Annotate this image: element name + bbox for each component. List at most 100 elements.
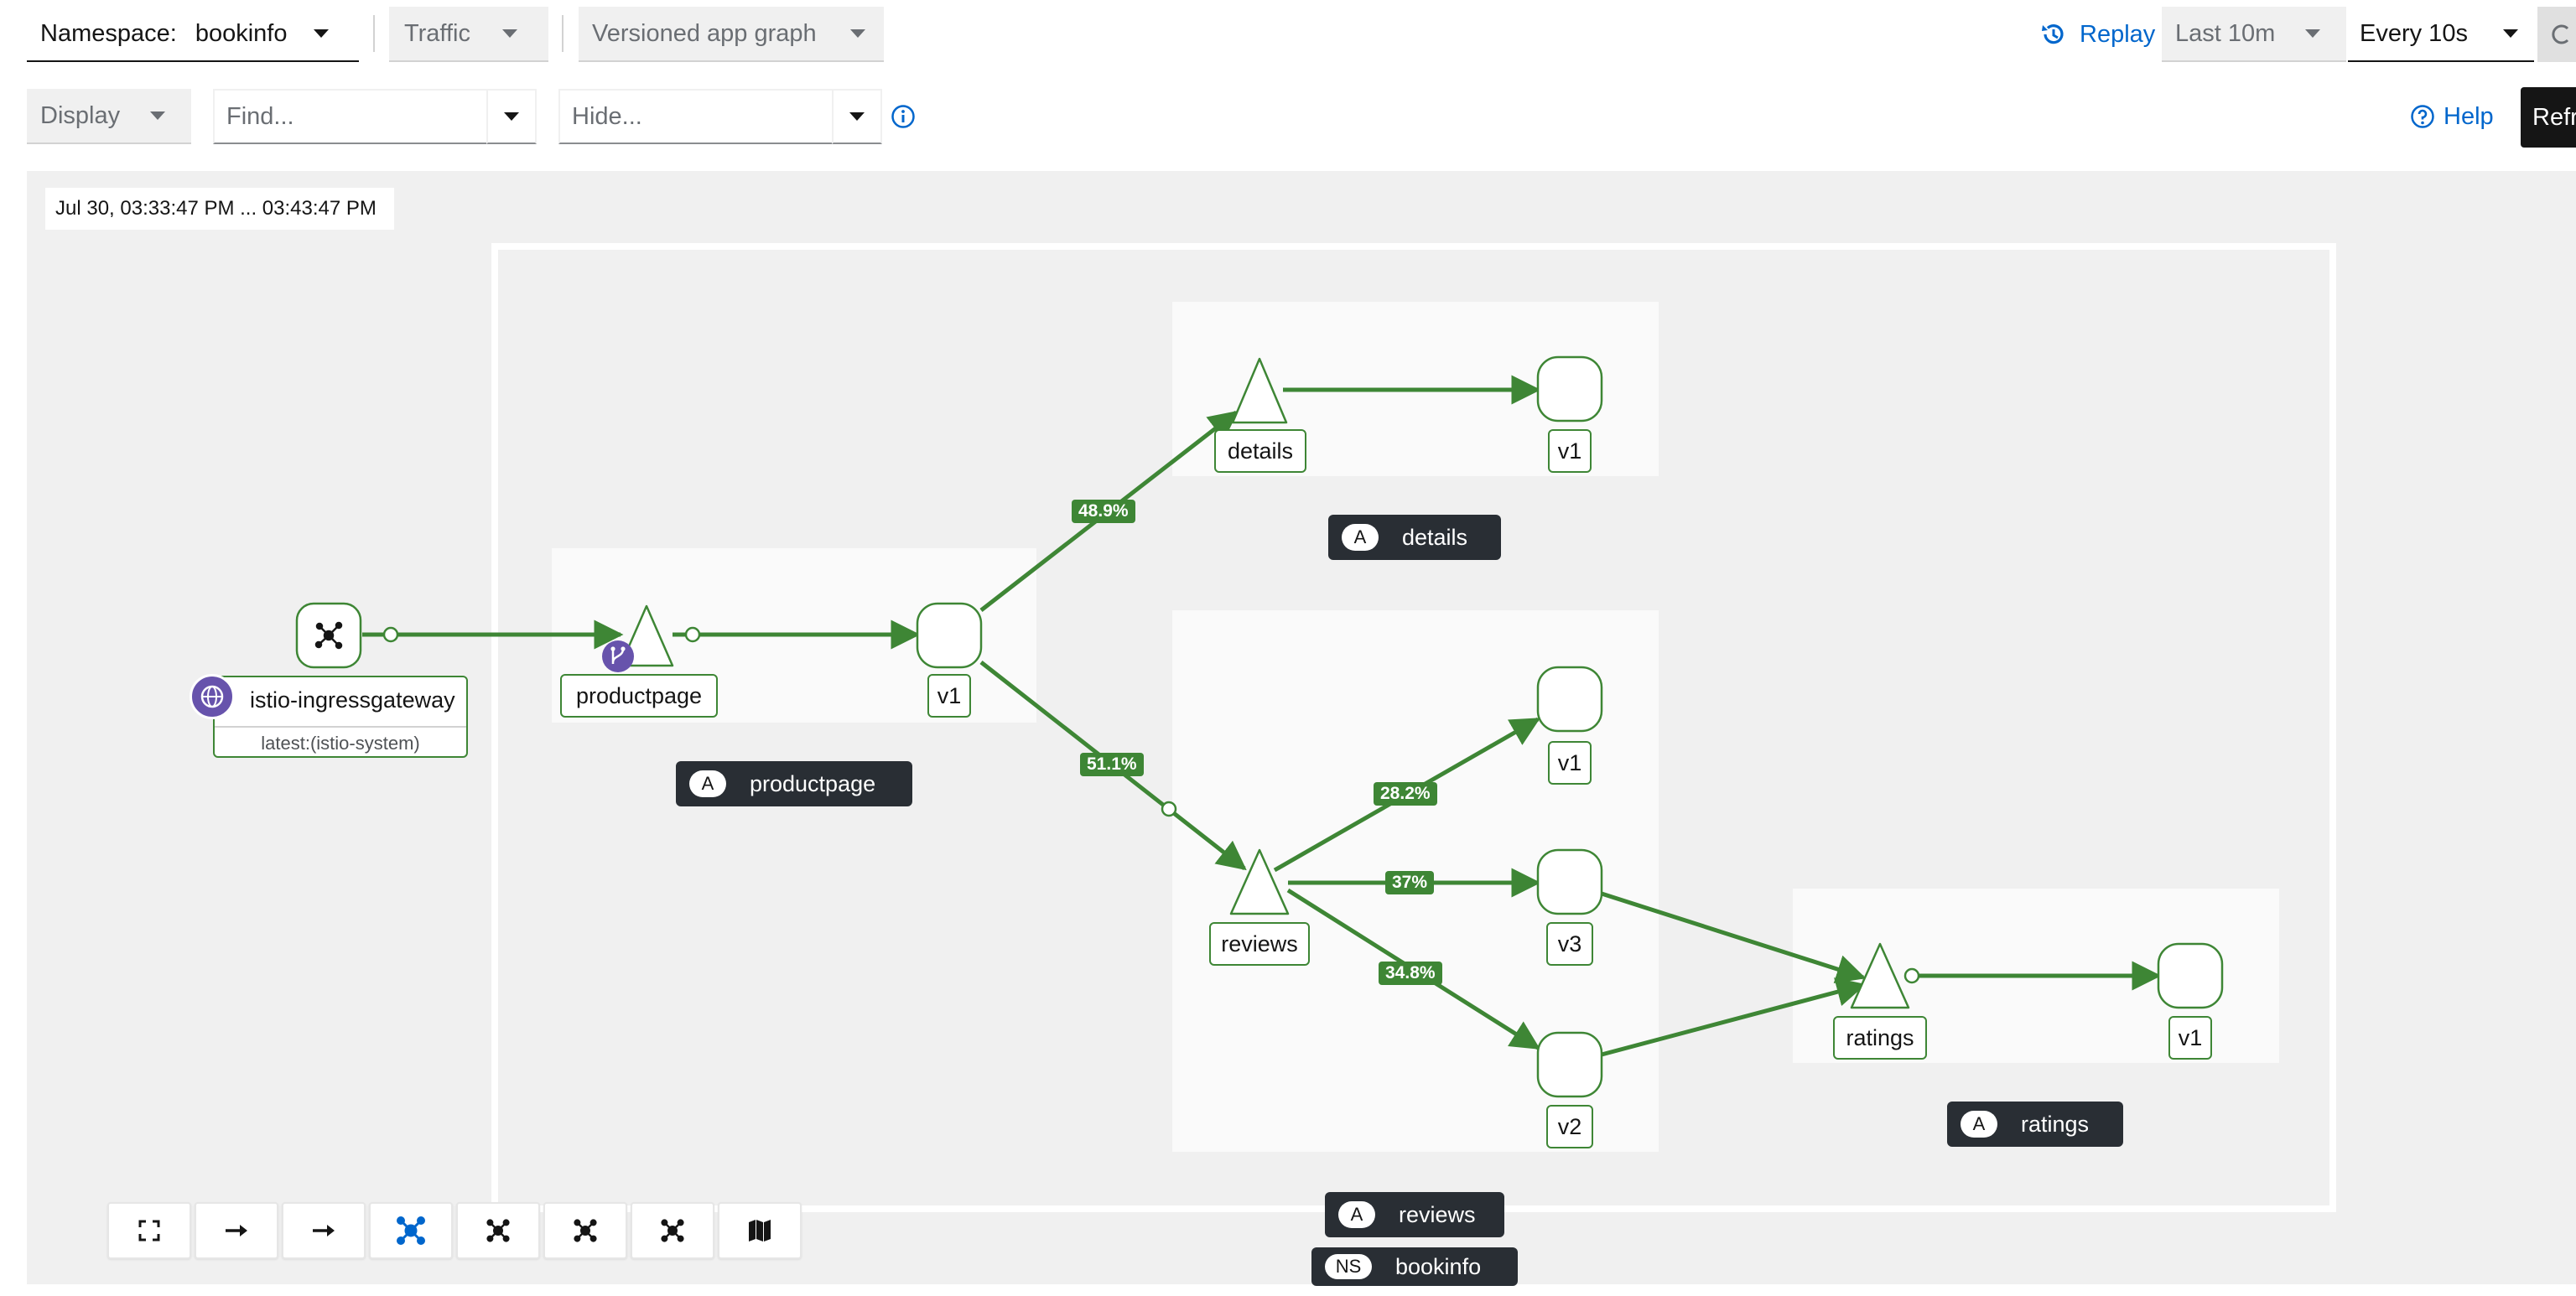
graph-type-dropdown[interactable]: Versioned app graph bbox=[579, 7, 884, 62]
divider bbox=[562, 15, 564, 52]
chevron-down-icon bbox=[849, 112, 865, 121]
layout-default-button[interactable] bbox=[369, 1202, 453, 1259]
layout-3-button[interactable] bbox=[631, 1202, 714, 1259]
app-name: ratings bbox=[2021, 1111, 2090, 1137]
namespace-badge-bookinfo: NS bookinfo bbox=[1311, 1247, 1518, 1286]
display-label: Display bbox=[40, 101, 121, 129]
replay-label: Replay bbox=[2080, 20, 2156, 48]
help-button[interactable]: Help bbox=[2410, 89, 2494, 144]
gateway-sublabel: latest:(istio-system) bbox=[215, 726, 466, 754]
gateway-globe-icon bbox=[190, 674, 235, 719]
app-name: details bbox=[1402, 524, 1468, 550]
namespace-tag: NS bbox=[1325, 1254, 1372, 1279]
topology-icon bbox=[574, 1219, 597, 1242]
reviews-service-node[interactable] bbox=[1229, 848, 1290, 915]
layout-arrow-icon bbox=[226, 1225, 247, 1236]
chevron-down-icon bbox=[501, 29, 517, 38]
layout-2-button[interactable] bbox=[543, 1202, 627, 1259]
chevron-down-icon bbox=[150, 111, 166, 120]
label-reviews-v2: v2 bbox=[1546, 1105, 1593, 1148]
refresh-interval-dropdown[interactable]: Every 10s bbox=[2348, 7, 2534, 62]
edge-label-reviews-v2: 34.8% bbox=[1379, 962, 1442, 985]
chevron-down-icon bbox=[2305, 29, 2321, 38]
topology-icon bbox=[397, 1216, 425, 1245]
graph-timestamp: Jul 30, 03:33:47 PM ... 03:43:47 PM bbox=[45, 188, 394, 230]
label-productpage: productpage bbox=[560, 674, 718, 718]
details-v1-node[interactable] bbox=[1536, 355, 1603, 422]
display-dropdown[interactable]: Display bbox=[27, 89, 191, 144]
topology-icon bbox=[486, 1219, 510, 1242]
refresh-tooltip: Refr bbox=[2521, 87, 2576, 148]
details-service-node[interactable] bbox=[1231, 357, 1288, 424]
app-tag: A bbox=[1342, 524, 1379, 551]
label-ratings: ratings bbox=[1833, 1016, 1927, 1060]
ratings-v1-node[interactable] bbox=[2157, 942, 2224, 1009]
namespace-dropdown[interactable]: Namespace: bookinfo bbox=[27, 7, 359, 62]
legend-button[interactable] bbox=[718, 1202, 802, 1259]
edge-label-reviews-v3: 37% bbox=[1385, 871, 1435, 894]
hide-placeholder: Hide... bbox=[572, 102, 642, 130]
layout-1-button[interactable] bbox=[456, 1202, 540, 1259]
zoom-out-button[interactable] bbox=[282, 1202, 366, 1259]
app-name: productpage bbox=[750, 770, 876, 796]
namespace-label: Namespace: bbox=[40, 19, 177, 47]
label-details-v1: v1 bbox=[1548, 429, 1592, 473]
app-tag: A bbox=[689, 770, 726, 797]
find-input[interactable]: Find... bbox=[213, 89, 488, 144]
zoom-in-button[interactable] bbox=[195, 1202, 278, 1259]
refresh-tooltip-text: Refr bbox=[2532, 103, 2576, 131]
find-options-toggle[interactable] bbox=[486, 89, 537, 144]
chevron-down-icon bbox=[2502, 29, 2518, 38]
reviews-v3-node[interactable] bbox=[1536, 848, 1603, 915]
edge-label-reviews: 51.1% bbox=[1080, 753, 1144, 776]
chevron-down-icon bbox=[504, 112, 519, 121]
hide-input[interactable]: Hide... bbox=[558, 89, 834, 144]
virtual-service-icon bbox=[602, 640, 634, 672]
app-name: reviews bbox=[1399, 1201, 1476, 1227]
app-badge-ratings: A ratings bbox=[1947, 1102, 2123, 1147]
ratings-service-node[interactable] bbox=[1850, 942, 1910, 1009]
label-reviews: reviews bbox=[1209, 922, 1310, 966]
traffic-label: Traffic bbox=[404, 19, 470, 47]
help-icon bbox=[2411, 105, 2434, 128]
label-ratings-v1: v1 bbox=[2168, 1016, 2212, 1060]
app-badge-details: A details bbox=[1328, 515, 1501, 560]
graph-toolbar bbox=[107, 1202, 802, 1259]
topology-icon bbox=[314, 621, 343, 650]
productpage-service-node[interactable] bbox=[619, 604, 674, 667]
replay-button[interactable]: Replay bbox=[2039, 7, 2155, 62]
productpage-v1-node[interactable] bbox=[916, 602, 983, 669]
gateway-node[interactable] bbox=[295, 602, 362, 669]
label-reviews-v3: v3 bbox=[1546, 922, 1593, 966]
duration-label: Last 10m bbox=[2175, 19, 2276, 47]
chevron-down-icon bbox=[314, 29, 330, 38]
info-icon[interactable] bbox=[891, 104, 916, 129]
label-reviews-v1: v1 bbox=[1548, 741, 1592, 785]
find-placeholder: Find... bbox=[226, 102, 294, 130]
map-icon bbox=[749, 1220, 771, 1242]
namespace-name: bookinfo bbox=[1395, 1253, 1482, 1279]
label-productpage-v1: v1 bbox=[927, 674, 971, 718]
gateway-label: istio-ingressgateway latest:(istio-syste… bbox=[213, 676, 468, 758]
hide-options-toggle[interactable] bbox=[832, 89, 882, 144]
duration-dropdown[interactable]: Last 10m bbox=[2162, 7, 2346, 62]
edge-label-details: 48.9% bbox=[1072, 500, 1135, 523]
traffic-dropdown[interactable]: Traffic bbox=[389, 7, 548, 62]
layout-arrow-icon bbox=[313, 1225, 335, 1236]
topology-icon bbox=[661, 1219, 684, 1242]
divider bbox=[373, 15, 375, 52]
edge-v3-ratings[interactable] bbox=[1601, 891, 1867, 984]
reviews-v2-node[interactable] bbox=[1536, 1031, 1603, 1098]
app-badge-reviews: A reviews bbox=[1325, 1192, 1504, 1237]
timestamp-text: Jul 30, 03:33:47 PM ... 03:43:47 PM bbox=[55, 197, 377, 220]
reviews-v1-node[interactable] bbox=[1536, 666, 1603, 733]
edge-v2-ratings[interactable] bbox=[1601, 977, 1867, 1057]
app-badge-productpage: A productpage bbox=[676, 761, 912, 806]
refresh-button[interactable] bbox=[2537, 7, 2576, 62]
edge-label-reviews-v1: 28.2% bbox=[1374, 782, 1437, 806]
fullscreen-button[interactable] bbox=[107, 1202, 191, 1259]
history-icon bbox=[2042, 24, 2064, 44]
chevron-down-icon bbox=[849, 29, 865, 38]
